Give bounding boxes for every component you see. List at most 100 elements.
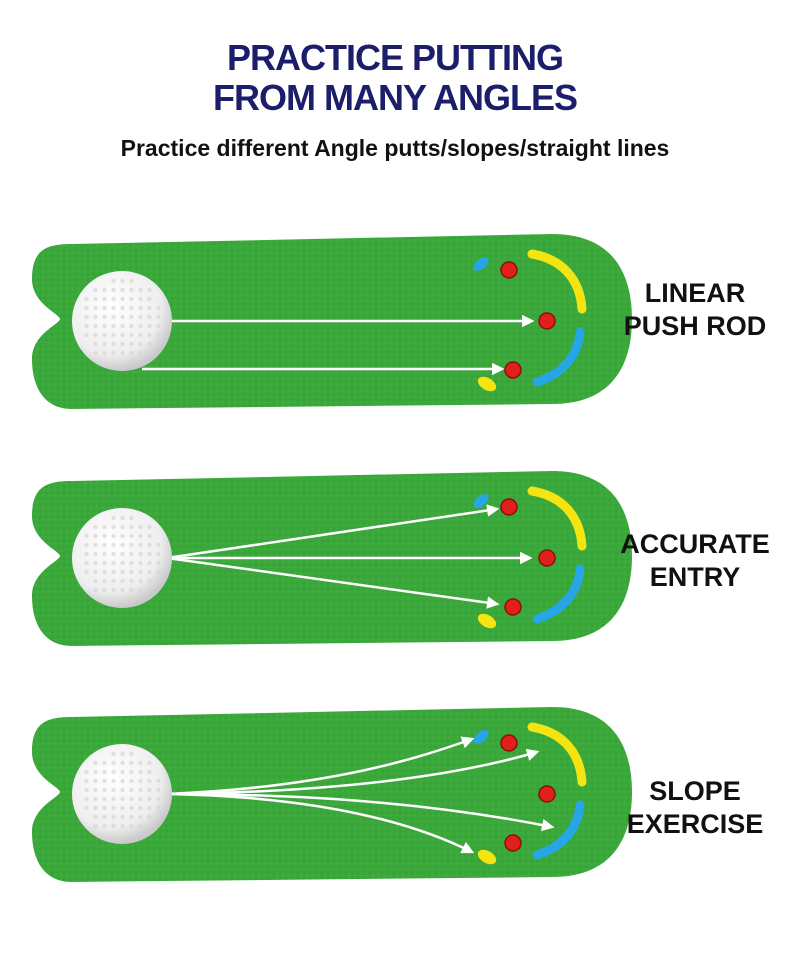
golf-ball-dimple — [129, 569, 134, 575]
golf-ball-dimple — [120, 805, 125, 811]
turf-surface — [32, 707, 632, 882]
golf-ball-dimple — [138, 332, 143, 338]
golf-ball-dimple — [120, 823, 125, 829]
golf-ball-dimple — [120, 533, 125, 539]
golf-ball-dimple — [138, 787, 143, 793]
golf-ball-dimple — [93, 814, 98, 820]
golf-ball-dimple — [102, 533, 107, 539]
golf-ball-dimple — [147, 542, 152, 548]
golf-ball-dimple — [147, 305, 152, 311]
golf-ball-dimple — [138, 805, 143, 811]
golf-ball-dimple — [129, 769, 134, 775]
golf-ball-dimple — [102, 560, 107, 566]
page-title: PRACTICE PUTTING FROM MANY ANGLES — [0, 38, 790, 118]
cup-hole — [538, 785, 556, 803]
golf-ball-dimple — [138, 524, 143, 530]
golf-ball-dimple — [156, 305, 161, 311]
golf-ball-dimple — [129, 805, 134, 811]
golf-ball-dimple — [93, 350, 98, 356]
golf-ball-dimple — [138, 551, 143, 557]
golf-ball-dimple — [156, 796, 161, 802]
golf-ball-dimple — [120, 542, 125, 548]
yellow-marker — [477, 376, 497, 392]
golf-ball-dimple — [93, 314, 98, 320]
golf-ball-dimple — [129, 278, 134, 284]
golf-ball-dimple — [138, 823, 143, 829]
golf-ball-dimple — [147, 560, 152, 566]
golf-ball-dimple — [102, 332, 107, 338]
golf-ball-dimple — [138, 314, 143, 320]
golf-ball-body — [72, 744, 172, 844]
golf-ball-dimple — [129, 524, 134, 530]
golf-ball-dimple — [129, 587, 134, 593]
golf-ball-dimple — [138, 796, 143, 802]
golf-ball-dimple — [102, 296, 107, 302]
golf-ball-dimple — [111, 787, 116, 793]
putt-path-arrow — [166, 792, 555, 832]
panel-accurate: ACCURATE ENTRY — [0, 461, 790, 661]
golf-ball-dimple — [111, 569, 116, 575]
golf-ball-dimple — [102, 569, 107, 575]
panel-slope: SLOPE EXERCISE — [0, 697, 790, 897]
golf-ball-dimple — [93, 524, 98, 530]
golf-ball-dimple — [120, 778, 125, 784]
golf-ball-dimple — [111, 278, 116, 284]
golf-ball-dimple — [102, 578, 107, 584]
cup-hole — [504, 834, 522, 852]
golf-ball-dimple — [120, 796, 125, 802]
golf-ball-dimple — [156, 314, 161, 320]
golf-ball-dimple — [138, 323, 143, 329]
panel-label-accurate: ACCURATE ENTRY — [600, 528, 790, 594]
putting-mat-slope — [32, 707, 632, 882]
golf-ball-dimple — [120, 350, 125, 356]
golf-ball-dimple — [102, 524, 107, 530]
golf-ball-dimple — [129, 542, 134, 548]
golf-ball-dimple — [84, 569, 89, 575]
blue-bumper — [532, 800, 585, 860]
golf-ball-dimple — [129, 341, 134, 347]
golf-ball-dimple — [120, 551, 125, 557]
golf-ball-dimple — [111, 823, 116, 829]
golf-ball-dimple — [111, 350, 116, 356]
golf-ball-dimple — [120, 760, 125, 766]
golf-ball-dimple — [111, 533, 116, 539]
golf-ball-dimple — [120, 524, 125, 530]
golf-ball-dimple — [102, 796, 107, 802]
golf-ball-dimple — [156, 560, 161, 566]
golf-ball-dimple — [102, 314, 107, 320]
golf-ball-dimple — [111, 332, 116, 338]
golf-ball-dimple — [84, 560, 89, 566]
golf-ball-dimple — [111, 587, 116, 593]
golf-ball-dimple — [147, 314, 152, 320]
golf-ball-dimple — [147, 533, 152, 539]
golf-ball-dimple — [138, 778, 143, 784]
golf-ball-dimple — [102, 769, 107, 775]
golf-ball-dimple — [138, 569, 143, 575]
cup-hole — [500, 498, 518, 516]
golf-ball-dimple — [84, 332, 89, 338]
golf-ball-dimple — [138, 533, 143, 539]
golf-ball-dimple — [84, 778, 89, 784]
golf-ball-dimple — [147, 814, 152, 820]
golf-ball-dimple — [84, 533, 89, 539]
golf-ball-dimple — [138, 305, 143, 311]
golf-ball-dimple — [111, 341, 116, 347]
yellow-bumper — [527, 722, 587, 787]
golf-ball-dimple — [129, 551, 134, 557]
golf-ball-dimple — [111, 542, 116, 548]
golf-ball-dimple — [147, 796, 152, 802]
golf-ball-dimple — [138, 578, 143, 584]
label-line-1: SLOPE — [649, 776, 741, 806]
golf-ball-dimple — [111, 314, 116, 320]
golf-ball-dimple — [120, 751, 125, 757]
golf-ball-dimple — [138, 769, 143, 775]
putting-mat — [32, 471, 632, 646]
label-line-2: PUSH ROD — [623, 311, 767, 341]
golf-ball-dimple — [111, 778, 116, 784]
golf-ball-dimple — [147, 760, 152, 766]
golf-ball-dimple — [147, 287, 152, 293]
blue-bumper — [532, 564, 585, 624]
title-line-1: PRACTICE PUTTING — [226, 37, 564, 78]
golf-ball-dimple — [93, 542, 98, 548]
golf-ball-dimple — [93, 760, 98, 766]
